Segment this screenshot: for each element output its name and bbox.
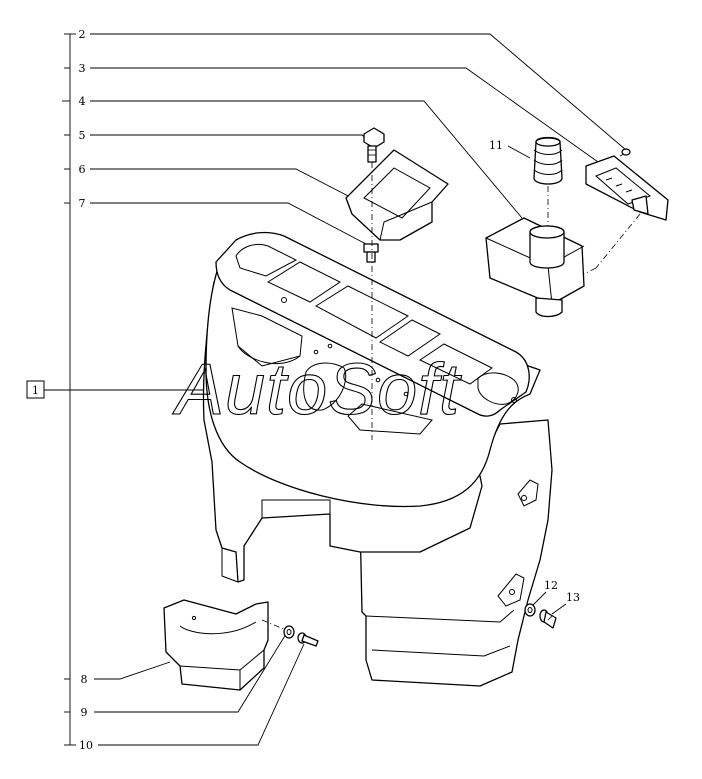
callout-label-2: 2 — [79, 28, 86, 41]
washer-9 — [283, 625, 295, 639]
washer-12 — [524, 603, 536, 617]
callout-label-6: 6 — [79, 163, 86, 176]
cover-8 — [163, 599, 287, 691]
callout-7: 7 — [64, 197, 367, 245]
screw-10 — [297, 632, 319, 647]
callout-10: 10 — [64, 643, 305, 752]
callout-13: 13 — [551, 591, 580, 615]
callout-label-10: 10 — [79, 739, 93, 752]
callout-label-8: 8 — [81, 673, 88, 686]
watermark: AutoSoft — [172, 350, 462, 430]
callout-label-13: 13 — [566, 591, 580, 604]
callout-label-11: 11 — [489, 139, 503, 152]
callout-label-12: 12 — [544, 579, 558, 592]
cup-holder-insert — [345, 149, 449, 241]
callout-label-4: 4 — [79, 95, 86, 108]
spacer-7 — [363, 243, 379, 263]
switch-housing-4 — [485, 217, 585, 318]
assembly-callout: 1 — [26, 380, 208, 399]
bolt-5 — [363, 127, 385, 163]
callout-bracket — [50, 33, 76, 746]
callout-11: 11 — [489, 139, 531, 159]
switch-panel-3 — [583, 155, 669, 275]
assembly-label: 1 — [32, 384, 39, 397]
callout-5: 5 — [64, 129, 369, 142]
knob-11 — [533, 136, 563, 234]
callout-8: 8 — [64, 661, 171, 686]
callout-label-9: 9 — [81, 706, 88, 719]
bolt-13 — [539, 609, 557, 629]
callout-3: 3 — [64, 62, 599, 163]
screw-2 — [619, 148, 631, 157]
callout-4: 4 — [62, 95, 523, 219]
callout-12: 12 — [531, 579, 558, 607]
callout-label-3: 3 — [79, 62, 86, 75]
callout-2: 2 — [64, 28, 627, 151]
callout-label-7: 7 — [79, 197, 86, 210]
console-housing — [202, 231, 553, 687]
callout-label-5: 5 — [79, 129, 86, 142]
callout-6: 6 — [64, 163, 353, 199]
callout-9: 9 — [64, 633, 287, 719]
